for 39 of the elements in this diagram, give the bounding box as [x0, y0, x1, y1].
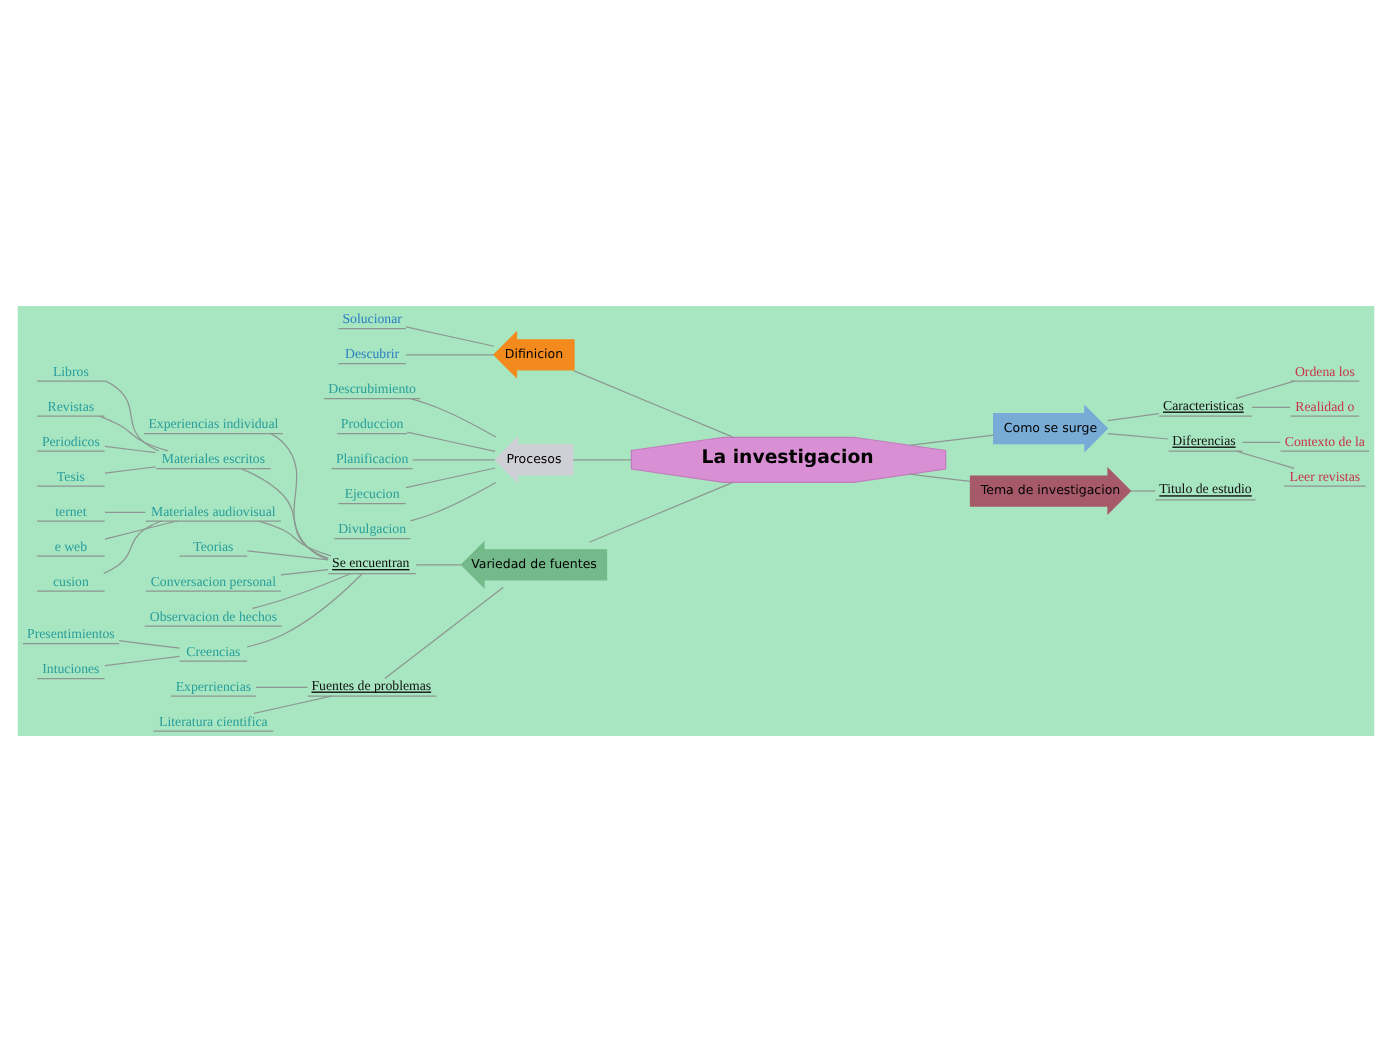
connector: [909, 472, 971, 482]
connector: [98, 414, 169, 451]
connector: [104, 379, 160, 451]
connector: [1251, 405, 1291, 407]
connector: [1130, 489, 1157, 491]
connector: [409, 396, 497, 437]
connector: [104, 444, 156, 453]
connector: [1107, 411, 1160, 421]
connector: [104, 654, 181, 666]
connector: [280, 567, 329, 575]
connector: [1235, 379, 1295, 399]
connector: [251, 571, 352, 609]
connector: [240, 467, 329, 558]
connector: [270, 432, 329, 560]
connector: [104, 465, 156, 473]
connector: [1241, 440, 1281, 442]
connector: [572, 458, 632, 460]
connector: [405, 466, 496, 488]
connector: [104, 510, 146, 512]
connector: [246, 549, 329, 560]
connector: [103, 519, 162, 574]
connector: [909, 433, 995, 445]
connector: [409, 480, 497, 521]
connector: [405, 353, 495, 355]
connector: [255, 685, 309, 687]
connector: [1107, 431, 1169, 439]
connector: [406, 430, 496, 452]
connector: [104, 519, 178, 539]
connector: [412, 458, 496, 460]
connector: [246, 572, 363, 647]
connector: [258, 519, 332, 556]
connector: [118, 639, 181, 648]
connector: [588, 480, 734, 542]
connector: [573, 369, 734, 437]
connector: [384, 585, 504, 679]
connector: [253, 694, 333, 714]
connector: [415, 563, 462, 565]
connector: [1235, 449, 1295, 469]
connector: [405, 325, 495, 346]
